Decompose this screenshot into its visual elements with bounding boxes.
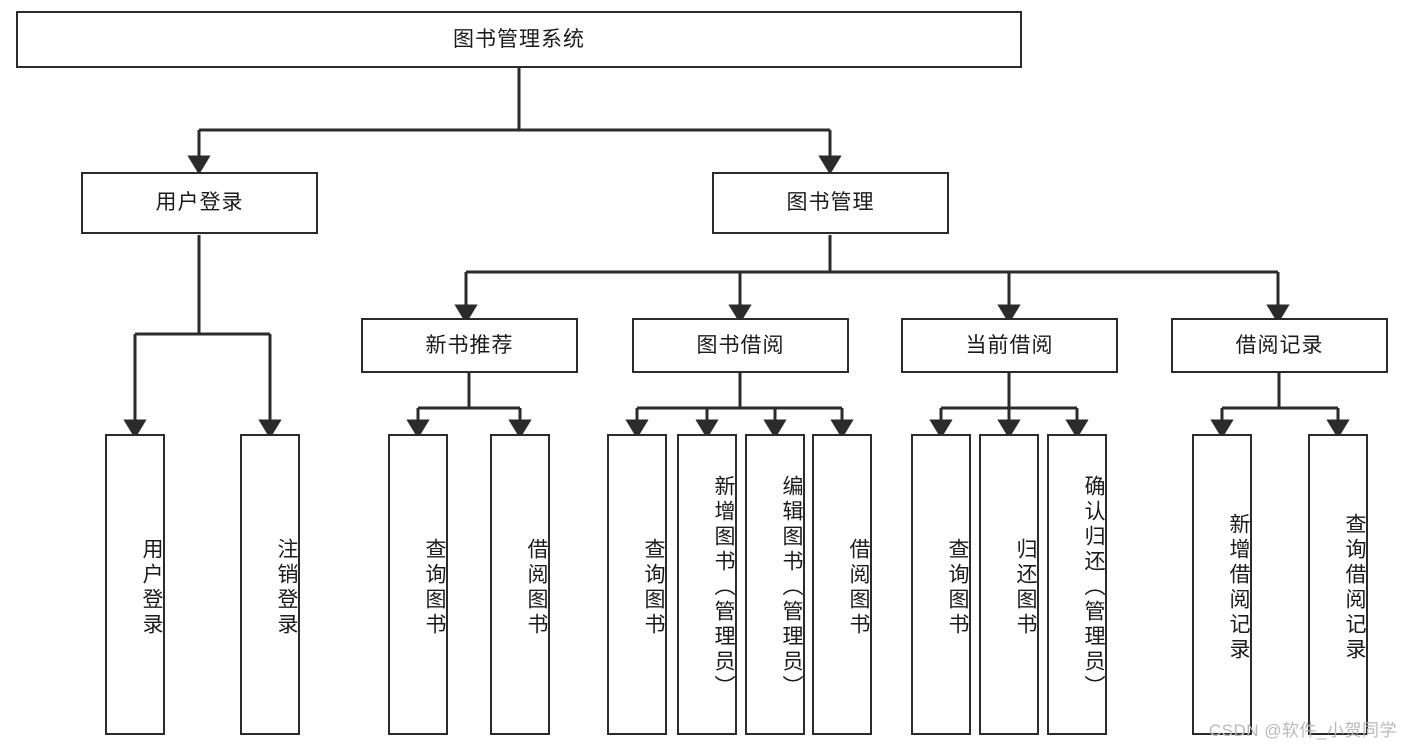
leaf-borrow-book-recommend-label: 借阅图书	[525, 537, 548, 638]
leaf-borrow-book[interactable]: 借阅图书	[812, 434, 872, 735]
leaf-return-book[interactable]: 归还图书	[979, 434, 1039, 735]
node-book-management[interactable]: 图书管理	[712, 172, 949, 234]
leaf-add-borrow-record[interactable]: 新增借阅记录	[1192, 434, 1252, 735]
node-borrow-record-label: 借阅记录	[1235, 333, 1324, 357]
node-book-management-label: 图书管理	[786, 191, 875, 215]
leaf-query-book-recommend-label: 查询图书	[423, 537, 446, 638]
leaf-user-login-label: 用户登录	[140, 537, 163, 638]
leaf-edit-book-admin-label: 编辑图书（管理员）	[780, 475, 803, 700]
leaf-query-book-current-label: 查询图书	[946, 537, 969, 638]
leaf-edit-book-admin[interactable]: 编辑图书（管理员）	[745, 434, 805, 735]
leaf-borrow-book-label: 借阅图书	[847, 537, 870, 638]
leaf-confirm-return-admin[interactable]: 确认归还（管理员）	[1047, 434, 1107, 735]
node-current-borrow[interactable]: 当前借阅	[901, 318, 1118, 373]
leaf-logout[interactable]: 注销登录	[240, 434, 300, 735]
leaf-borrow-book-recommend[interactable]: 借阅图书	[490, 434, 550, 735]
leaf-logout-label: 注销登录	[275, 537, 298, 638]
leaf-query-borrow-record-label: 查询借阅记录	[1343, 512, 1366, 663]
leaf-query-book-borrow[interactable]: 查询图书	[607, 434, 667, 735]
node-current-borrow-label: 当前借阅	[965, 333, 1054, 357]
leaf-return-book-label: 归还图书	[1014, 537, 1037, 638]
node-user-login-label: 用户登录	[155, 191, 244, 215]
node-book-borrow[interactable]: 图书借阅	[632, 318, 849, 373]
node-new-book-recommend[interactable]: 新书推荐	[361, 318, 578, 373]
leaf-query-book-recommend[interactable]: 查询图书	[388, 434, 448, 735]
node-book-borrow-label: 图书借阅	[696, 333, 785, 357]
node-root[interactable]: 图书管理系统	[16, 11, 1022, 68]
node-borrow-record[interactable]: 借阅记录	[1171, 318, 1388, 373]
leaf-add-book-admin[interactable]: 新增图书（管理员）	[677, 434, 737, 735]
node-root-label: 图书管理系统	[453, 27, 585, 51]
node-user-login[interactable]: 用户登录	[81, 172, 318, 234]
leaf-confirm-return-admin-label: 确认归还（管理员）	[1082, 475, 1105, 700]
leaf-query-book-borrow-label: 查询图书	[642, 537, 665, 638]
leaf-query-book-current[interactable]: 查询图书	[911, 434, 971, 735]
node-new-book-recommend-label: 新书推荐	[425, 333, 514, 357]
leaf-add-borrow-record-label: 新增借阅记录	[1227, 512, 1250, 663]
leaf-user-login[interactable]: 用户登录	[105, 434, 165, 735]
leaf-add-book-admin-label: 新增图书（管理员）	[712, 475, 735, 700]
leaf-query-borrow-record[interactable]: 查询借阅记录	[1308, 434, 1368, 735]
